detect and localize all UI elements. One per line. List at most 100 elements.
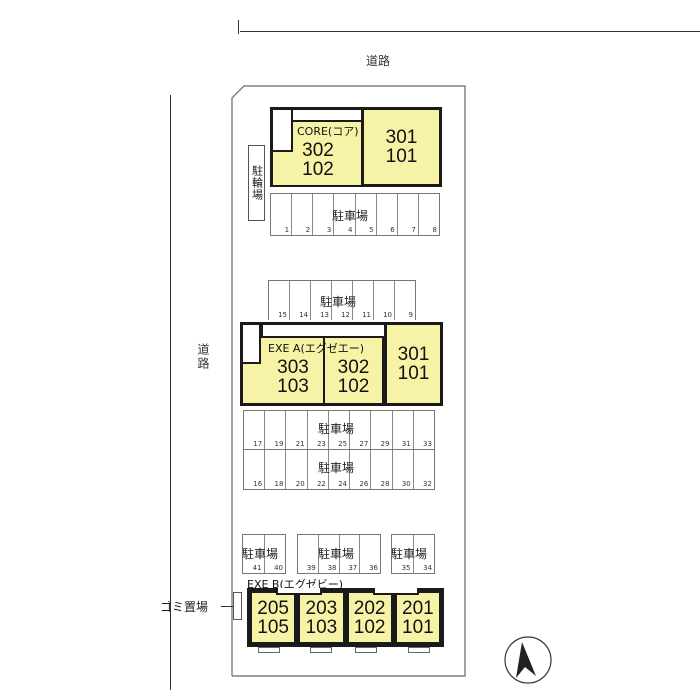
building-exe-b-name: EXE B(エグゼビー) — [247, 578, 344, 591]
parking-space-number: 28 — [380, 480, 390, 488]
parking-space-number: 18 — [274, 480, 284, 488]
entrance-step — [408, 647, 430, 653]
parking-space-number: 17 — [253, 440, 263, 448]
garbage-label: ゴミ置場 — [160, 600, 209, 614]
parking-label: 駐車場 — [242, 547, 279, 561]
parking-space: 4 — [334, 194, 356, 235]
left-road-label: 道路 — [196, 343, 210, 371]
garbage-leader — [221, 606, 233, 607]
parking-space: 40 — [265, 535, 286, 573]
parking-space: 3 — [313, 194, 335, 235]
parking-space: 11 — [353, 281, 374, 320]
parking-space: 14 — [290, 281, 311, 320]
parking-space-number: 7 — [411, 226, 416, 234]
parking-space: 28 — [371, 450, 393, 489]
parking-space: 23 — [308, 411, 329, 449]
parking-space: 35 — [392, 535, 414, 573]
parking-space: 39 — [298, 535, 319, 573]
parking-space: 37 — [340, 535, 361, 573]
parking-space-number: 37 — [348, 564, 358, 572]
parking-space-number: 3 — [326, 226, 332, 234]
parking-space-number: 26 — [359, 480, 369, 488]
parking-space-number: 38 — [327, 564, 337, 572]
parking-label: 駐車場 — [391, 547, 428, 561]
parking-space-number: 31 — [401, 440, 411, 448]
building-exe-a-name: EXE A(エグゼエー) — [268, 342, 365, 355]
bicycle-parking: 駐輪場 — [248, 145, 265, 221]
parking-space-number: 40 — [274, 564, 283, 572]
parking-space-number: 27 — [359, 440, 369, 448]
parking-space-number: 34 — [423, 564, 432, 572]
parking-space-number: 16 — [253, 480, 263, 488]
parking-space: 31 — [393, 411, 414, 449]
parking-group-a: 41 40 — [242, 534, 286, 574]
parking-space: 27 — [350, 411, 372, 449]
entrance-step — [355, 647, 377, 653]
parking-label: 駐車場 — [332, 209, 369, 223]
parking-label: 駐車場 — [320, 295, 357, 309]
parking-space: 41 — [243, 535, 265, 573]
top-road-edge — [240, 31, 700, 32]
parking-space: 15 — [269, 281, 290, 320]
parking-label: 駐車場 — [318, 422, 355, 436]
parking-space-number: 25 — [338, 440, 348, 448]
parking-space-number: 23 — [316, 440, 326, 448]
parking-space: 12 — [332, 281, 353, 320]
parking-space: 21 — [286, 411, 308, 449]
parking-space: 32 — [414, 450, 434, 489]
parking-space-number: 10 — [383, 311, 392, 319]
parking-space: 17 — [244, 411, 266, 449]
parking-space: 7 — [398, 194, 419, 235]
parking-space: 9 — [395, 281, 415, 320]
parking-space: 1 — [271, 194, 293, 235]
parking-label: 駐車場 — [318, 547, 355, 561]
parking-space-number: 15 — [278, 311, 287, 319]
parking-space-number: 32 — [423, 480, 432, 488]
parking-space: 19 — [265, 411, 287, 449]
north-arrow-icon — [504, 636, 552, 684]
parking-space-number: 41 — [252, 564, 262, 572]
parking-space: 6 — [377, 194, 398, 235]
parking-space-number: 20 — [295, 480, 305, 488]
parking-space: 5 — [356, 194, 377, 235]
parking-space-number: 24 — [338, 480, 348, 488]
parking-space: 20 — [286, 450, 308, 489]
parking-space-number: 29 — [380, 440, 390, 448]
parking-space-number: 30 — [401, 480, 411, 488]
parking-space: 13 — [311, 281, 332, 320]
parking-space-number: 39 — [306, 564, 316, 572]
parking-group-c: 35 34 — [391, 534, 435, 574]
top-road-label: 道路 — [366, 54, 391, 68]
entrance-step — [258, 647, 280, 653]
parking-space-number: 4 — [348, 226, 353, 234]
parking-space: 38 — [319, 535, 340, 573]
parking-space: 33 — [414, 411, 434, 449]
parking-space: 34 — [414, 535, 435, 573]
parking-space: 24 — [329, 450, 351, 489]
parking-space: 22 — [308, 450, 329, 489]
parking-space-number: 2 — [305, 226, 311, 234]
parking-label: 駐車場 — [318, 461, 355, 475]
parking-space: 25 — [329, 411, 351, 449]
building-core-name: CORE(コア) — [297, 125, 359, 138]
parking-space-number: 1 — [284, 226, 290, 234]
entrance-step — [310, 647, 332, 653]
parking-space-number: 9 — [408, 311, 413, 319]
left-road-edge — [170, 95, 171, 690]
